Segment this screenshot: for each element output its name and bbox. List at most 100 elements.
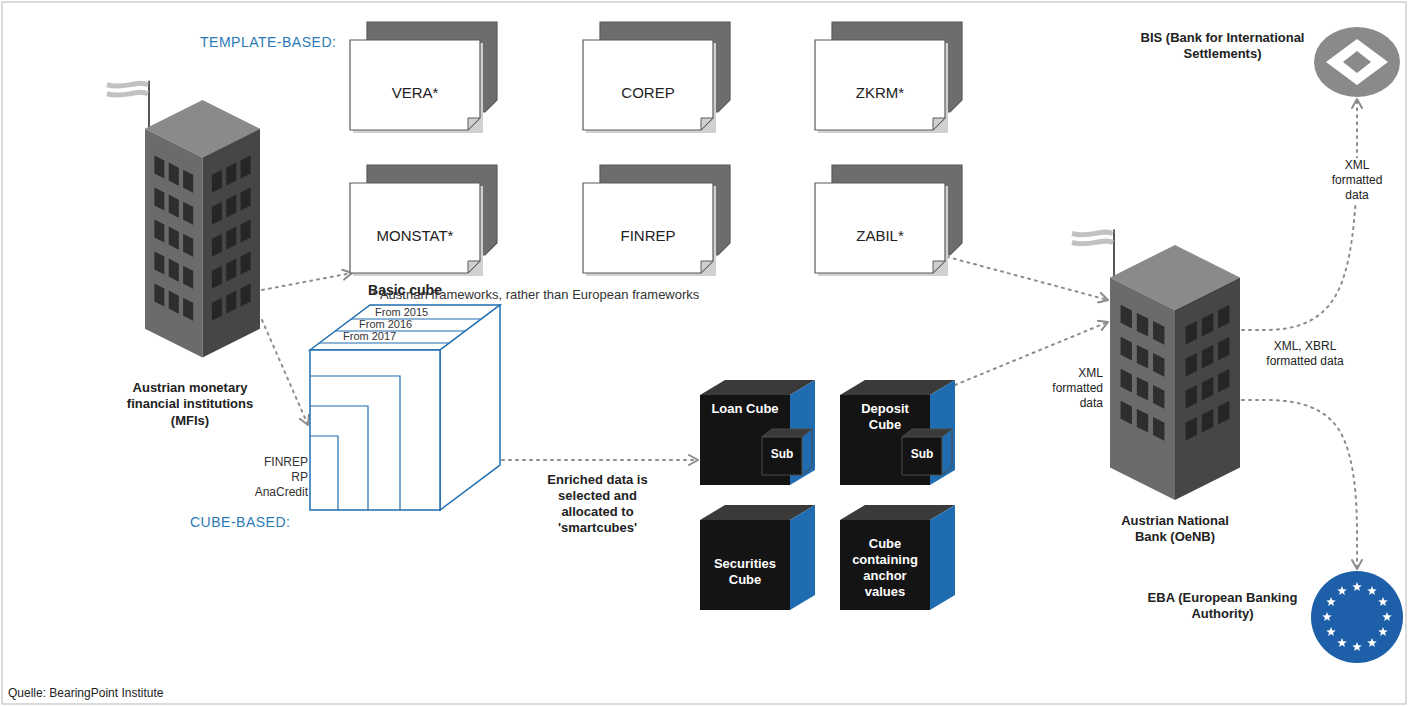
building-window [212, 202, 222, 225]
flag-stripe [1072, 232, 1113, 235]
building-window [1121, 369, 1132, 393]
node-label: FINREP [583, 227, 713, 245]
document-sheet [350, 183, 480, 273]
node-label: ZKRM* [815, 84, 945, 102]
document-sheet [815, 183, 945, 273]
building-window [1202, 345, 1213, 369]
building-window [1153, 353, 1164, 377]
eba-star [1382, 612, 1392, 621]
smartcube-side [930, 505, 955, 610]
node-label: Sub [902, 447, 942, 461]
eba-star [1378, 597, 1388, 606]
building-window [226, 227, 236, 250]
building-window [183, 266, 193, 289]
building-window [1202, 377, 1213, 401]
free-label: Quelle: BearingPoint Institute [8, 686, 268, 701]
template-document: MONSTAT* [350, 165, 497, 273]
eba-star [1352, 582, 1362, 591]
building-window [1153, 417, 1164, 441]
building-window [212, 234, 222, 257]
node-shape [583, 22, 730, 130]
bis-logo-core [1343, 51, 1371, 73]
node-shape [350, 22, 497, 130]
node-shape [1140, 560, 1405, 675]
building-window [241, 219, 251, 242]
node-label: From 2015 [375, 306, 437, 318]
bis-logo-diamond [1326, 39, 1388, 85]
document-sheet [815, 40, 945, 130]
building-window [1121, 401, 1132, 425]
node-label: Austrian monetary financial institutions… [115, 380, 265, 429]
free-label: TEMPLATE-BASED: [200, 34, 400, 52]
eba-node: EBA (European Banking Authority) [1140, 560, 1405, 675]
building-window [1153, 385, 1164, 409]
node-label: VERA* [350, 84, 480, 102]
building-window [226, 259, 236, 282]
free-label: XML formatted data [1041, 366, 1103, 411]
eba-star [1367, 586, 1377, 595]
building-window [1137, 377, 1148, 401]
building-window [1153, 321, 1164, 345]
building-window [1218, 369, 1229, 393]
building-window [226, 291, 236, 314]
building-window [1137, 345, 1148, 369]
building-window [1202, 409, 1213, 433]
connector-label: XML, XBRL formatted data [1255, 339, 1355, 369]
eba-star [1322, 612, 1332, 621]
document-fold [701, 118, 713, 130]
node-label: ZABIL* [815, 227, 945, 245]
connector-label: Enriched data is selected and allocated … [535, 472, 660, 536]
document-fold [933, 261, 945, 273]
node-shape [350, 165, 497, 273]
free-label: * Austrian frameworks, rather than Europ… [372, 287, 732, 303]
building-window [241, 251, 251, 274]
eba-logo [1311, 571, 1403, 663]
dotted-connector [502, 459, 698, 461]
node-label: Sub [762, 447, 802, 461]
building-left-face [145, 129, 203, 358]
smart-cube: Deposit CubeSub [840, 375, 958, 490]
node-label: FINREP RP AnaCredit [250, 455, 308, 500]
cube-layer-line [319, 342, 449, 343]
building-window [226, 195, 236, 218]
building-window [1137, 313, 1148, 337]
smart-cube: Securities Cube [700, 500, 818, 615]
template-document: ZABIL* [815, 165, 962, 273]
subcube-front [902, 437, 942, 475]
document-sheet [583, 183, 713, 273]
building-window [241, 155, 251, 178]
building-window [169, 195, 179, 218]
eba-star [1337, 586, 1347, 595]
node-label: EBA (European Banking Authority) [1140, 590, 1305, 623]
node-label: From 2017 [343, 330, 405, 342]
building-window [212, 170, 222, 193]
basic-cube: Basic cubeFrom 2015From 2016From 2017FIN… [250, 280, 520, 525]
building-window [169, 291, 179, 314]
flag-stripe [1072, 241, 1113, 244]
building-node: Austrian monetary financial institutions… [100, 80, 275, 460]
document-fold [468, 261, 480, 273]
building-window [183, 234, 193, 257]
building-window [1186, 417, 1197, 441]
subcube-side [942, 429, 952, 475]
node-label: Securities Cube [704, 556, 786, 588]
eba-star [1367, 638, 1377, 647]
building-window [1137, 409, 1148, 433]
template-document: ZKRM* [815, 22, 962, 130]
sub-cube: Sub [762, 427, 814, 477]
flag-stripe [107, 92, 148, 95]
building-window [183, 202, 193, 225]
building-window [1202, 313, 1213, 337]
flag-stripe [107, 83, 148, 86]
building-window [154, 187, 164, 210]
dotted-connector [262, 273, 352, 290]
building-window [154, 219, 164, 242]
node-label: BIS (Bank for International Settlements) [1140, 30, 1305, 63]
building-window [241, 187, 251, 210]
document-fold [701, 261, 713, 273]
building-window [154, 283, 164, 306]
building-window [1121, 305, 1132, 329]
building-window [183, 170, 193, 193]
